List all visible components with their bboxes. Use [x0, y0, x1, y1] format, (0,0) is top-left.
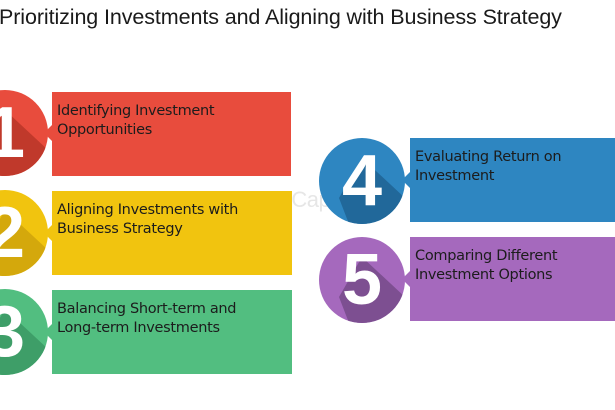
step-1-label: Identifying Investment Opportunities	[57, 103, 215, 138]
long-shadow-icon	[339, 158, 405, 224]
step-5-pointer	[402, 270, 411, 288]
step-2-label: Aligning Investments with Business Strat…	[57, 202, 238, 237]
step-3-label: Balancing Short-term and Long-term Inves…	[57, 301, 237, 336]
step-4-label: Evaluating Return on Investment	[415, 149, 562, 184]
step-5-box: Comparing Different Investment Options	[410, 237, 615, 321]
step-4-box: Evaluating Return on Investment	[410, 138, 615, 222]
step-1-box: Identifying Investment Opportunities	[52, 92, 291, 176]
step-2-pointer	[44, 224, 53, 242]
step-2-box: Aligning Investments with Business Strat…	[52, 191, 292, 275]
page-title: Prioritizing Investments and Aligning wi…	[0, 5, 562, 29]
step-4-pointer	[402, 171, 411, 189]
long-shadow-icon	[0, 309, 48, 375]
step-3-number-badge: 3	[0, 289, 48, 375]
step-1-number: 1	[0, 93, 26, 173]
long-shadow-icon	[0, 210, 48, 276]
step-4-number-badge: 4	[319, 138, 405, 224]
step-5-number-badge: 5	[319, 237, 405, 323]
step-3-box: Balancing Short-term and Long-term Inves…	[52, 290, 292, 374]
step-2-number-badge: 2	[0, 190, 48, 276]
step-4-number: 4	[341, 141, 383, 221]
step-1-number-badge: 1	[0, 90, 48, 176]
step-5-label: Comparing Different Investment Options	[415, 248, 558, 283]
long-shadow-icon	[339, 257, 405, 323]
long-shadow-icon	[0, 110, 48, 176]
step-3-pointer	[44, 323, 53, 341]
step-3-number: 3	[0, 292, 26, 372]
step-5-number: 5	[341, 240, 383, 320]
step-1-pointer	[44, 124, 53, 142]
step-2-number: 2	[0, 193, 26, 273]
